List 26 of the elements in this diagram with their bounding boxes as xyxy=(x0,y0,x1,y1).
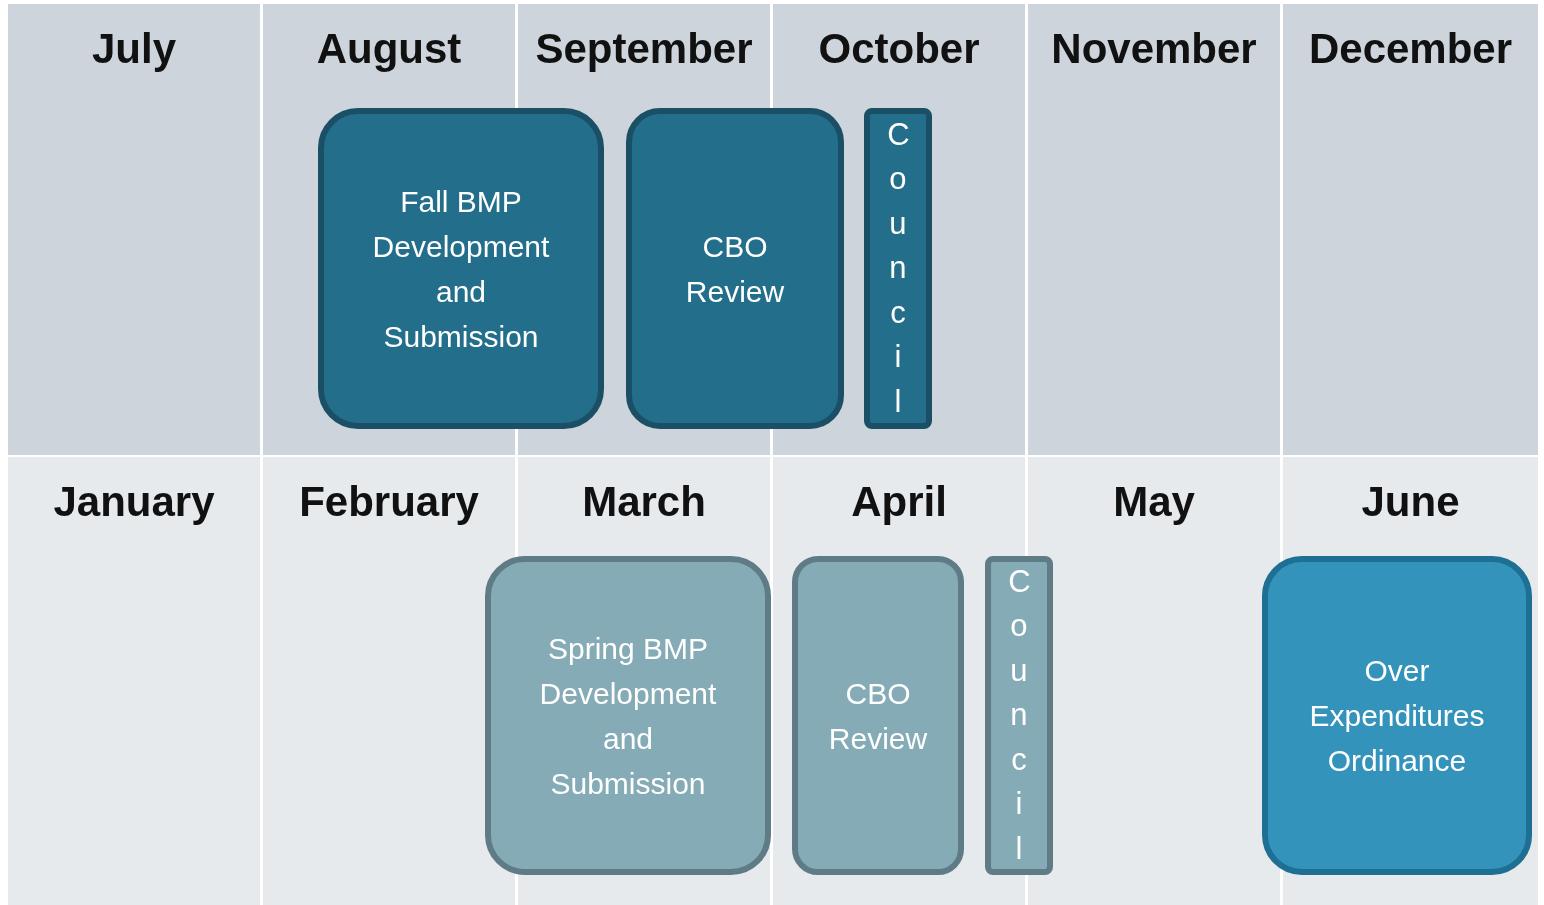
month-label: October xyxy=(773,24,1025,74)
month-label: March xyxy=(518,477,770,527)
task-label: CBO Review xyxy=(827,675,929,757)
task-box xyxy=(864,108,932,429)
month-label: July xyxy=(8,24,260,74)
month-label: November xyxy=(1028,24,1280,74)
task-box xyxy=(626,108,844,429)
task-label: Over Expenditures Ordinance xyxy=(1308,653,1486,779)
month-label: April xyxy=(773,477,1025,527)
month-label: September xyxy=(518,24,770,74)
month-label: February xyxy=(263,477,515,527)
task-box xyxy=(792,556,964,875)
task-label: Council xyxy=(1007,562,1040,868)
task-label: Council xyxy=(886,115,919,421)
month-label: June xyxy=(1283,477,1538,527)
task-box xyxy=(318,108,604,429)
task-label: Fall BMP Development and Submission xyxy=(371,183,551,355)
task-label: Spring BMP Development and Submission xyxy=(538,630,718,802)
task-box xyxy=(1262,556,1532,875)
task-label: CBO Review xyxy=(684,228,786,310)
month-label: January xyxy=(8,477,260,527)
task-box xyxy=(485,556,771,875)
month-label: August xyxy=(263,24,515,74)
month-label: May xyxy=(1028,477,1280,527)
task-box xyxy=(985,556,1053,875)
month-label: December xyxy=(1283,24,1538,74)
